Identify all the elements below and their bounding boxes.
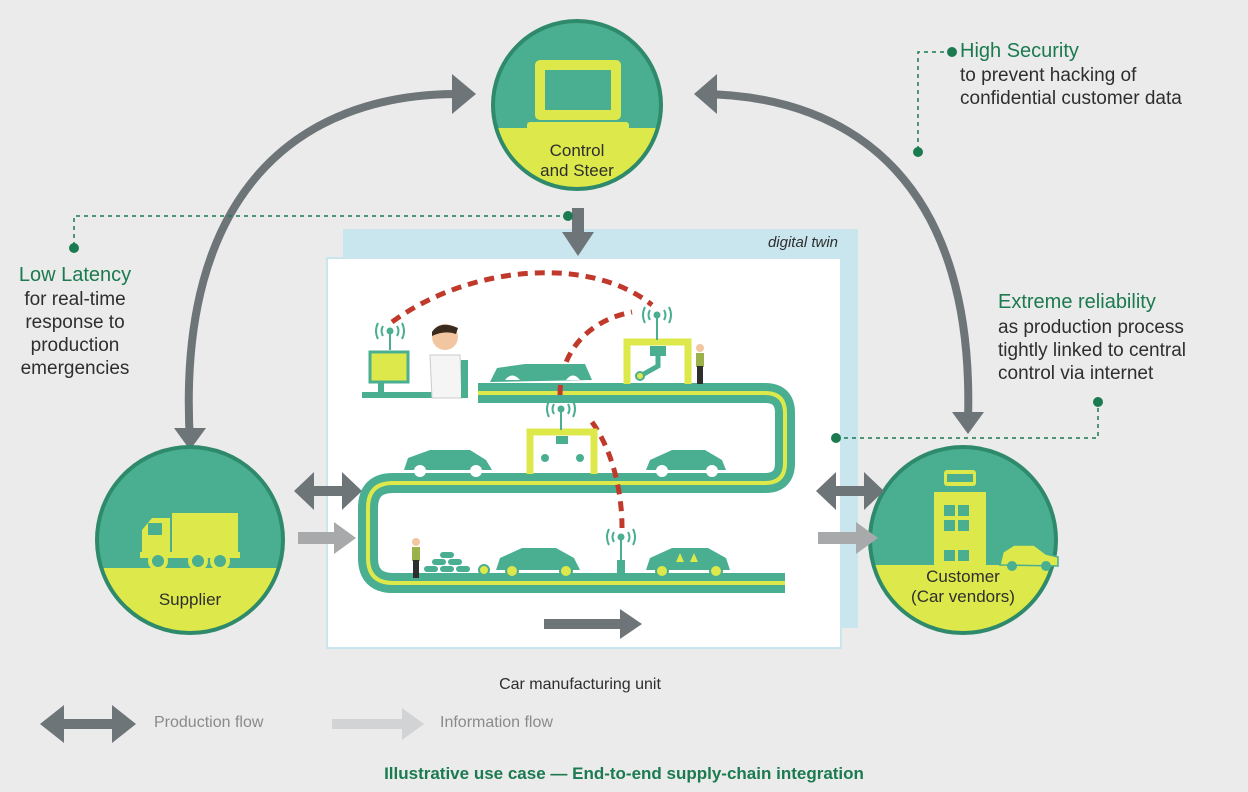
- factory-label: Car manufacturing unit: [499, 676, 661, 693]
- supplier-node-label: Supplier: [158, 590, 222, 609]
- reliability-callout-body: as production process tightly linked to …: [998, 317, 1186, 384]
- latency-callout-title: Low Latency: [18, 264, 132, 286]
- legend-production-arrow: [40, 705, 136, 743]
- security-callout-body: to prevent hacking of confidential custo…: [960, 65, 1182, 109]
- production-arrow-factory-customer: [816, 472, 884, 510]
- car-bottom-left: [496, 548, 580, 578]
- production-arrow-supplier-factory: [294, 472, 362, 510]
- antenna-icon: [606, 528, 636, 560]
- factory-flow-arrow: [544, 609, 642, 639]
- callout-dots: [69, 47, 1103, 443]
- callout-connectors: [73, 51, 1099, 439]
- information-arrow-supplier-factory: [298, 522, 356, 554]
- worker-figure: [696, 344, 704, 384]
- car-middle-left: [404, 450, 492, 477]
- operator-workstation: [362, 322, 468, 399]
- conveyor-belt: [358, 383, 795, 593]
- parts-pile: [424, 552, 490, 576]
- legend-production-label: Production flow: [154, 714, 264, 731]
- control-node: [491, 19, 663, 191]
- production-arrow-control-customer: [694, 74, 984, 434]
- reliability-callout-title: Extreme reliability: [998, 291, 1156, 313]
- information-arrow-control-factory: [562, 208, 594, 256]
- digital-twin-label: digital twin: [767, 234, 838, 251]
- footer-title: Illustrative use case — End-to-end suppl…: [384, 764, 864, 783]
- security-callout-title: High Security: [960, 40, 1079, 62]
- supplier-node: [95, 445, 285, 635]
- customer-node: [868, 445, 1059, 635]
- paint-station: [526, 400, 598, 474]
- car-bottom-right: [646, 548, 730, 578]
- antenna-icon: [642, 306, 672, 340]
- customer-node-label: Customer (Car vendors): [911, 567, 1015, 606]
- car-middle-right: [646, 450, 726, 477]
- latency-callout-body: for real-time response to production eme…: [20, 289, 130, 379]
- robot-arm-station: [623, 306, 704, 384]
- laptop-icon: [527, 60, 629, 130]
- information-arrow-factory-customer: [818, 522, 878, 554]
- antenna-icon: [546, 400, 576, 430]
- car-body-shell: [490, 364, 592, 382]
- truck-icon: [140, 513, 240, 571]
- antenna-icon: [375, 322, 405, 350]
- worker-figure: [412, 538, 420, 578]
- legend-information-label: Information flow: [440, 714, 553, 731]
- legend-information-arrow: [332, 708, 424, 740]
- production-arrow-supplier-control: [174, 74, 476, 450]
- antenna-tower: [606, 528, 636, 578]
- car-icon: [999, 544, 1059, 571]
- control-node-label: Control and Steer: [540, 141, 614, 180]
- dealership-building-icon: [934, 470, 986, 570]
- wireless-links: [390, 270, 654, 529]
